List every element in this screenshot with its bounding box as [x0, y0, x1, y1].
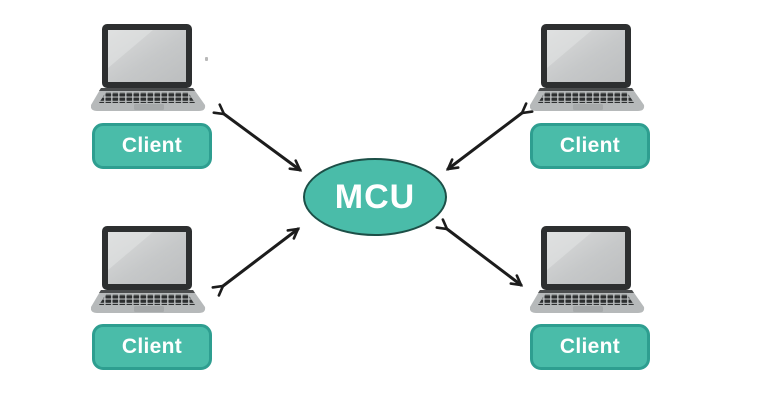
client-label: Client: [121, 335, 183, 358]
client-node-bottom-left: Client: [92, 324, 212, 370]
speck-artifact: [205, 57, 208, 61]
client-label: Client: [559, 335, 621, 358]
client-label: Client: [559, 134, 621, 157]
arrow-bottom-left: [211, 227, 301, 297]
laptop-icon: [530, 226, 645, 313]
mcu-label: MCU: [334, 177, 416, 216]
arrow-top-left: [212, 103, 303, 172]
client-node-bottom-right: Client: [530, 324, 650, 370]
arrow-top-right: [445, 102, 534, 171]
client-node-top-right: Client: [530, 123, 650, 169]
laptop-icon: [91, 226, 206, 313]
laptop-icon: [91, 24, 206, 111]
client-node-top-left: Client: [92, 123, 212, 169]
arrow-bottom-right: [435, 218, 524, 287]
mcu-node: MCU: [303, 158, 447, 236]
client-label: Client: [121, 134, 183, 157]
laptop-icon: [530, 24, 645, 111]
